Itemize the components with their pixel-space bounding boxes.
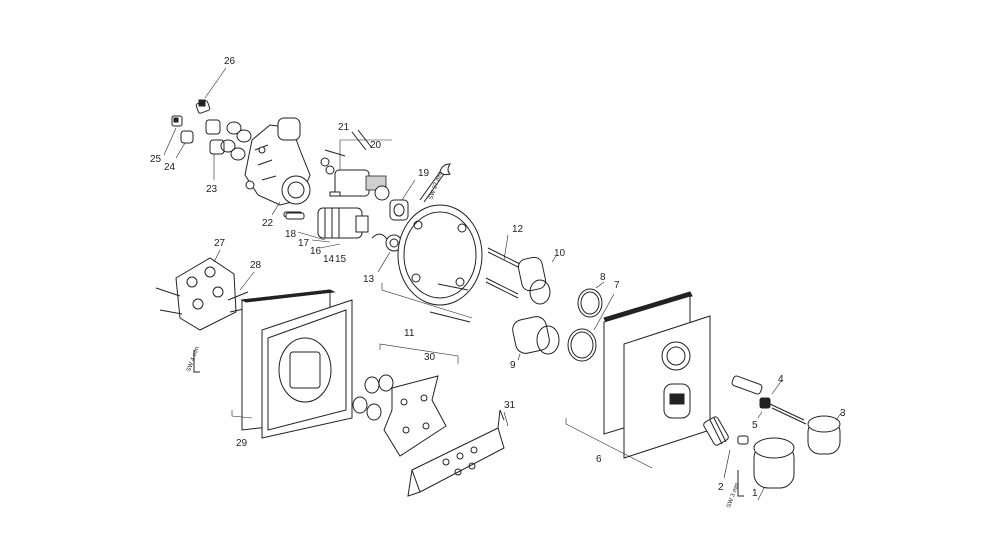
callout-19: 19 bbox=[418, 168, 430, 179]
cover-plate bbox=[565, 291, 711, 469]
callout-3: 3 bbox=[840, 408, 846, 419]
handle-fittings bbox=[703, 375, 807, 497]
callout-31: 31 bbox=[504, 400, 516, 411]
callout-14: 14 bbox=[323, 254, 335, 265]
callout-24: 24 bbox=[164, 162, 176, 173]
valve-body bbox=[244, 117, 311, 218]
mounting-bracket bbox=[407, 409, 509, 497]
callout-23: 23 bbox=[206, 184, 218, 195]
callout-8: 8 bbox=[600, 272, 606, 283]
knobs bbox=[753, 411, 843, 501]
callout-11: 11 bbox=[404, 328, 415, 339]
callout-25: 25 bbox=[150, 154, 162, 165]
mounting-plate bbox=[352, 343, 459, 457]
callout-26: 26 bbox=[224, 56, 236, 67]
tool-label-sw3: SW 3 mm bbox=[726, 482, 741, 509]
square-frame bbox=[231, 289, 353, 439]
callout-9: 9 bbox=[510, 360, 516, 371]
lower-cartridge bbox=[285, 207, 391, 249]
callout-15: 15 bbox=[335, 254, 347, 265]
callout-10: 10 bbox=[554, 248, 566, 259]
callout-20: 20 bbox=[370, 140, 382, 151]
callout-1: 1 bbox=[752, 488, 758, 499]
callout-30: 30 bbox=[424, 352, 436, 363]
fitting-small-parts bbox=[163, 67, 252, 180]
callout-27: 27 bbox=[214, 238, 226, 249]
upper-cartridge bbox=[320, 129, 392, 201]
callout-6: 6 bbox=[596, 454, 602, 465]
callout-5: 5 bbox=[752, 420, 758, 431]
sleeves bbox=[512, 255, 560, 361]
callout-29: 29 bbox=[236, 438, 248, 449]
connection-block bbox=[155, 249, 255, 373]
callout-21: 21 bbox=[338, 122, 350, 133]
callout-22: 22 bbox=[262, 218, 274, 229]
callout-16: 16 bbox=[310, 246, 322, 257]
mounting-disc bbox=[381, 204, 483, 323]
callout-12: 12 bbox=[512, 224, 524, 235]
callout-7: 7 bbox=[614, 280, 620, 291]
callout-2: 2 bbox=[718, 482, 724, 493]
o-rings bbox=[567, 281, 615, 362]
screws bbox=[485, 234, 521, 299]
callout-18: 18 bbox=[285, 229, 297, 240]
callout-28: 28 bbox=[250, 260, 262, 271]
callout-13: 13 bbox=[363, 274, 375, 285]
callout-4: 4 bbox=[778, 374, 784, 385]
callout-17: 17 bbox=[298, 238, 310, 249]
